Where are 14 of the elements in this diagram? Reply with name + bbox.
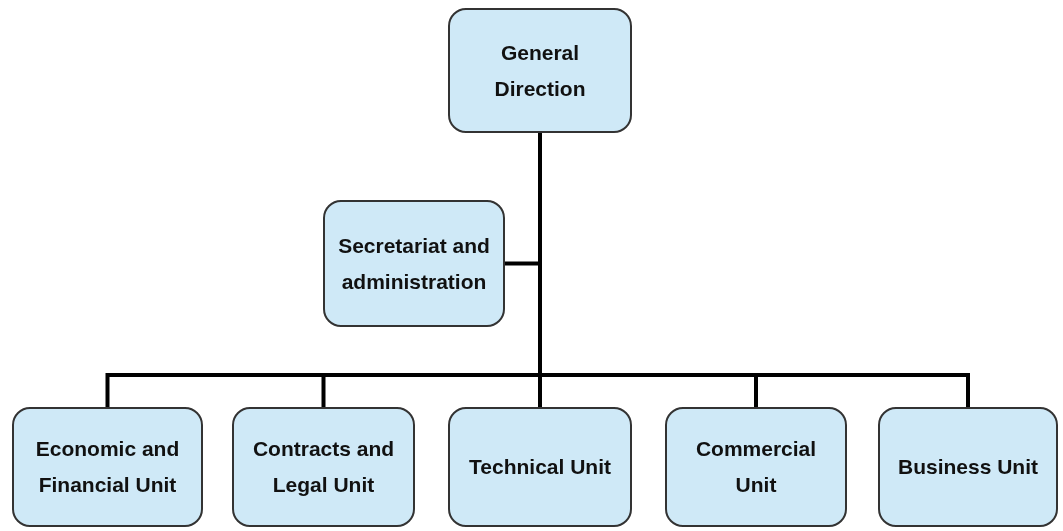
- org-unit-box: [448, 407, 632, 527]
- org-unit-box: [665, 407, 847, 527]
- unit-name: General Direction: [493, 39, 587, 102]
- org-unit-box: [232, 407, 415, 527]
- unit-name: Economic and Financial Unit: [34, 436, 181, 498]
- org-unit-box: [12, 407, 203, 527]
- unit-name: Secretariat and administration: [337, 232, 491, 295]
- unit-name: Technical Unit: [469, 454, 611, 480]
- unit-name: Contracts and Legal Unit: [251, 436, 396, 498]
- org-unit-box: [448, 8, 632, 133]
- unit-name: Business Unit: [898, 454, 1038, 480]
- org-unit-box: [323, 200, 505, 327]
- org-unit-box: [878, 407, 1058, 527]
- unit-name: Commercial Unit: [694, 436, 818, 498]
